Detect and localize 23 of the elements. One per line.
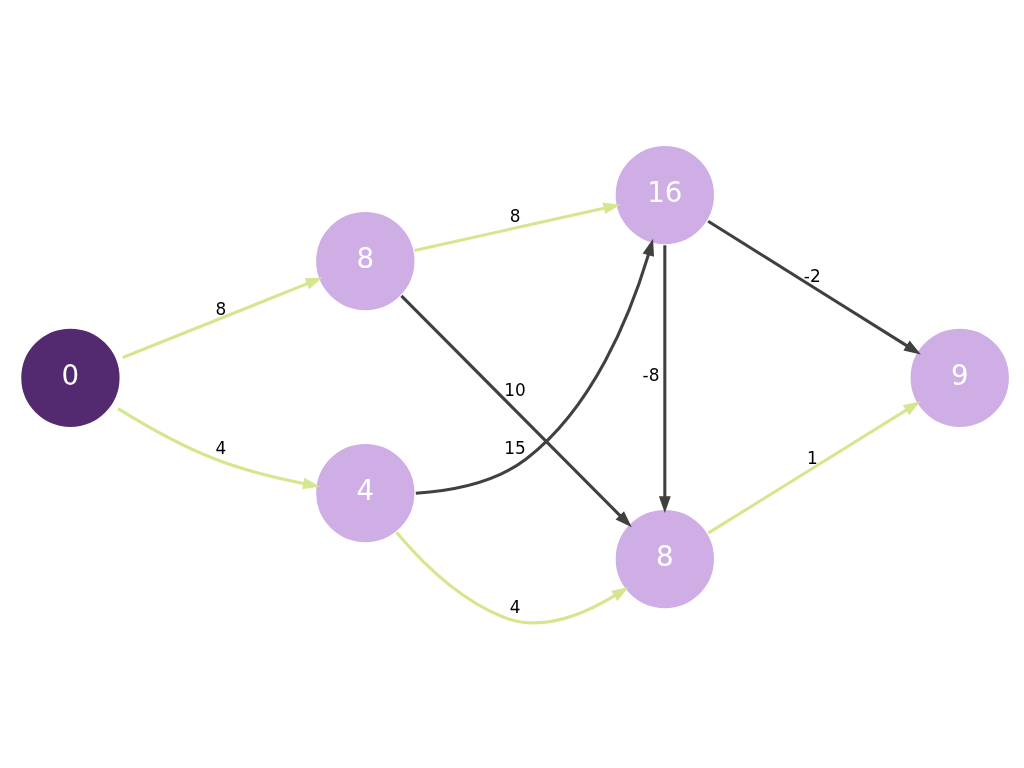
arrow [707, 401, 921, 535]
node-circle: 9 [909, 327, 1011, 429]
edge-label: 8 [509, 206, 521, 227]
node-circle: 8 [314, 210, 416, 312]
node-circle: 16 [614, 144, 716, 246]
edge-label: -8 [642, 365, 660, 386]
edge-label: 8 [215, 298, 227, 319]
edge-label: 15 [504, 438, 526, 459]
arrow [415, 238, 654, 495]
edge-label: 10 [504, 379, 526, 400]
arrow [414, 202, 621, 252]
edge-label: 1 [806, 447, 818, 468]
arrow [658, 245, 671, 514]
arrow [117, 407, 320, 490]
arrow [122, 277, 323, 359]
edge-label: 4 [215, 438, 227, 459]
arrow [400, 294, 632, 528]
node-circle: 0 [19, 327, 122, 429]
arrow [395, 531, 629, 625]
arrow [707, 219, 921, 355]
edge-label: -2 [803, 266, 821, 287]
node-circle: 4 [314, 442, 416, 544]
edge-label: 4 [509, 596, 521, 617]
